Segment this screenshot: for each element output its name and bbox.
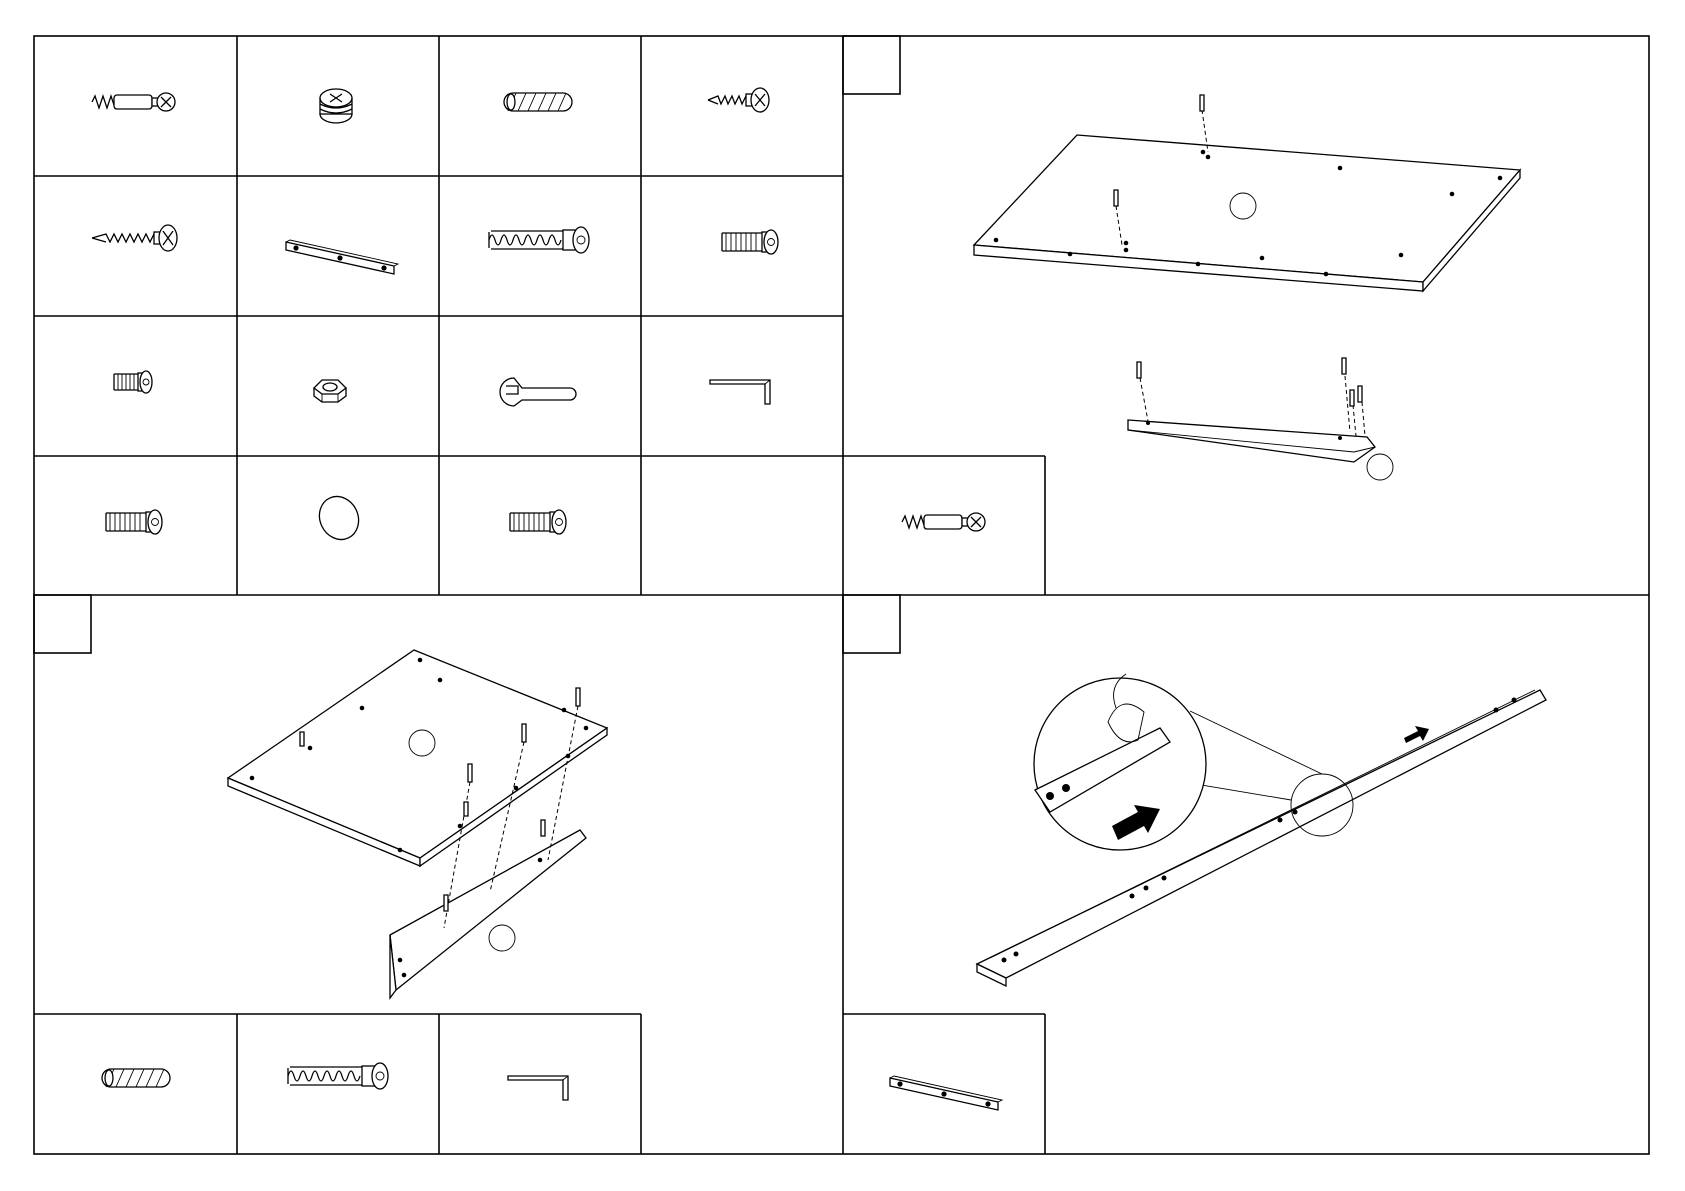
- long-hex-bolt-icon: [489, 227, 589, 253]
- short-hex-bolt-icon: [114, 371, 152, 393]
- allen-key-icon: [710, 380, 770, 404]
- wood-dowel-icon: [102, 1069, 170, 1087]
- slide-direction-arrow-icon: [1404, 726, 1429, 743]
- side-rail: [1128, 358, 1393, 480]
- cam-bolt-icon: [92, 93, 175, 111]
- step-2-hardware: [102, 1063, 568, 1100]
- cam-bolt-icon: [902, 513, 985, 531]
- short-screw-icon: [708, 88, 769, 112]
- cover-cap-icon: [312, 490, 365, 546]
- step-number-box-3: [843, 595, 900, 653]
- step-1-diagram: [974, 95, 1520, 480]
- medium-hex-bolt-icon: [510, 510, 566, 534]
- step-number-box-2: [34, 595, 91, 653]
- allen-key-icon: [508, 1076, 568, 1100]
- medium-hex-bolt-icon: [106, 510, 162, 534]
- metal-bracket-icon: [286, 240, 398, 274]
- hex-nut-icon: [314, 380, 346, 402]
- step-3-hardware: [890, 1076, 1002, 1110]
- wood-dowel-icon: [504, 93, 572, 111]
- wrench-icon: [500, 378, 576, 406]
- hardware-panel: [92, 88, 985, 546]
- step-2-diagram: [228, 650, 607, 998]
- medium-hex-bolt-icon: [722, 230, 778, 254]
- long-hex-bolt-icon: [288, 1063, 388, 1089]
- cam-lock-icon: [320, 89, 352, 123]
- long-screw-icon: [92, 225, 177, 251]
- base-panel: [228, 650, 607, 866]
- large-panel: [974, 135, 1520, 291]
- step-number-box-1: [843, 36, 900, 94]
- step-3-diagram: [977, 674, 1546, 986]
- metal-bracket-icon: [890, 1076, 1002, 1110]
